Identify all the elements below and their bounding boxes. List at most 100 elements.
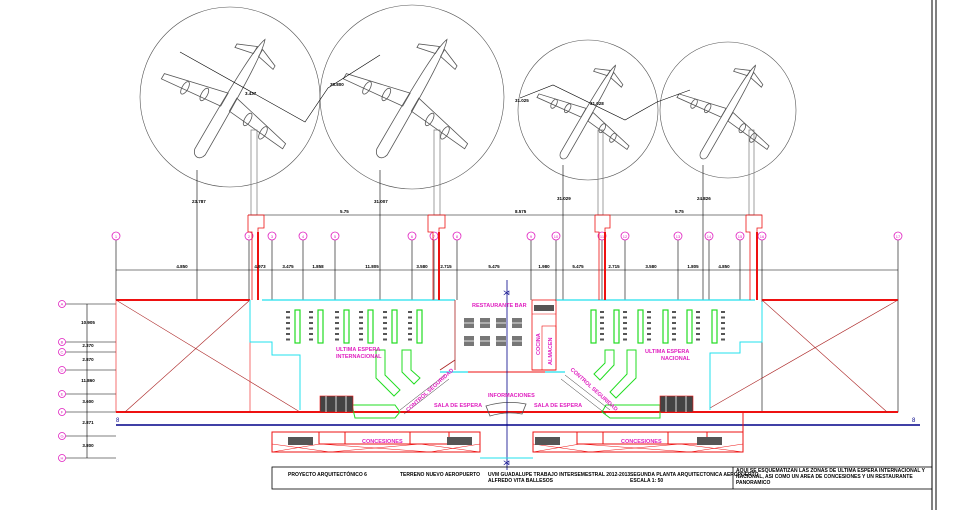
section-marker-top: ⋊ [503,290,510,297]
row-dimension: 11.805 [365,264,379,269]
row-dimension: 3.580 [645,264,657,269]
grid-axis-label-left: C [61,350,64,355]
svg-text:8: 8 [116,418,120,424]
label-concessions-left: CONCESIONES [362,439,403,445]
sheet-frame [931,0,937,510]
plane-dim-6: 35.800 [330,82,344,87]
left-dimension: 11.860 [81,378,95,383]
grid-axis-marker-left: D [58,366,116,374]
grid-axis-label-left: B [61,340,64,345]
grid-axis-label-left: D [61,368,64,373]
label-wait-intl-1: ULTIMA ESPERA [336,347,380,353]
grid-axis-label: 8 [456,234,459,239]
grid-axis-label: 16 [760,234,765,239]
restaurant-table [480,336,490,346]
information-desk [485,402,527,417]
grid-axis-label-left: G [60,434,63,439]
svg-text:⋊: ⋊ [503,290,510,297]
left-dimension: 2.370 [82,343,94,348]
grid-axis-marker: 10 [551,231,561,300]
grid-axis-label: 6 [411,234,414,239]
kitchen-counter [534,305,554,311]
grid-axis-marker-left: H [58,454,116,462]
grid-axis-marker: 3 [267,231,277,300]
grid-axis-label: 10 [554,234,559,239]
concessions-area [271,412,744,459]
plane-dim-4: 24.826 [697,196,711,201]
grid-axis-marker: 5 [330,231,340,300]
title-sheet-1: SEGUNDA PLANTA ARQUITECTONICA AEROPUERTO [630,472,759,478]
restaurant-table [512,336,522,346]
grid-axis-marker: 1 [111,231,121,300]
plane-icon-1 [160,38,287,159]
seat-bench [309,309,324,344]
section-marker-bottom: ⋊ [503,460,510,467]
stand-circle-3 [517,39,659,181]
grid-axis-marker: 16 [757,231,767,300]
plane-dim-5: 3.437 [245,91,257,96]
left-dimension-labels: 10.905 2.370 2.870 11.860 3.600 2.871 3.800 [81,320,95,448]
left-dimension: 2.871 [82,420,94,425]
label-informaciones: INFORMACIONES [488,393,535,399]
left-dimension: 3.800 [82,443,94,448]
title-school-2: ALFREDO VITA BALLESOS [488,478,554,484]
label-wait-nat-2: NACIONAL [661,356,691,362]
label-wait-intl-2: INTERNACIONAL [336,354,382,360]
left-dimension: 10.905 [81,320,95,325]
grid-axis-label: 1 [115,234,118,239]
grid-axis-marker: 9 [526,231,536,300]
label-storage: ALMACEN [548,337,554,365]
label-waiting-right: SALA DE ESPERA [534,403,582,409]
plane-icon-4 [676,64,770,160]
plane-icon-3 [536,64,630,160]
top-dim-1: 5.75 [340,209,349,214]
grid-axis-marker: 14 [704,231,714,300]
left-dimension: 2.870 [82,357,94,362]
seat-bench [613,309,627,344]
grid-axis-label: 9 [530,234,533,239]
row-dimension: 5.475 [572,264,584,269]
grid-axis-label: 2 [248,234,251,239]
grid-axis-marker: 6 [407,231,417,300]
row-dimension: 2.715 [608,264,620,269]
grid-axis-label: 5 [334,234,337,239]
grid-axis-marker: 7 [429,231,439,300]
stand-circle-4 [659,41,797,179]
jet-bridges [250,129,755,216]
restaurant-table [480,318,490,328]
plane-dim-8: 31.028 [590,101,604,106]
row-dimension: 5.475 [488,264,500,269]
row-dimension: 2.715 [440,264,452,269]
row-dimension: 4.850 [718,264,730,269]
left-void-block [115,299,251,413]
stand-circle-2 [319,4,505,190]
row-dimension: 3.580 [416,264,428,269]
grid-axis-marker-left: C [58,348,116,356]
grid-axis-label: 4 [302,234,305,239]
grid-axis-marker: 13 [673,231,683,300]
grid-axis-label-left: A [61,302,64,307]
restaurant-table [496,336,506,346]
title-sheet-2: ESCALA 1: 50 [630,478,663,484]
grid-axis-label: 3 [271,234,274,239]
top-dim-2: 8.575 [515,209,527,214]
grid-axis-label: 7 [433,234,436,239]
title-site: TERRENO NUEVO AEROPUERTO [400,472,480,478]
dimension-labels: 5.75 8.575 5.75 23.787 31.007 31.029 24.… [192,82,711,214]
seating-rows [286,309,725,344]
label-kitchen: COCINA [536,333,542,355]
security-benches [351,349,661,419]
svg-text:⋊: ⋊ [503,460,510,467]
grid-axis-marker-left: E [58,390,116,398]
title-school-1: UVM GUADALUPE TRABAJO INTERSEMESTRAL 201… [488,472,630,478]
label-wait-nat-1: ULTIMA ESPERA [645,349,689,355]
grid-axis-marker: 12 [620,231,630,300]
grid-axes-left: A BC D E F G H [58,300,116,462]
row-dimension: 1.980 [538,264,550,269]
seat-bench [590,309,604,344]
seat-bench [359,309,374,344]
restaurant-tables [464,318,522,346]
top-dimension-line [116,214,898,271]
grid-axis-marker-left: F [58,408,116,416]
left-dimension: 3.600 [82,399,94,404]
